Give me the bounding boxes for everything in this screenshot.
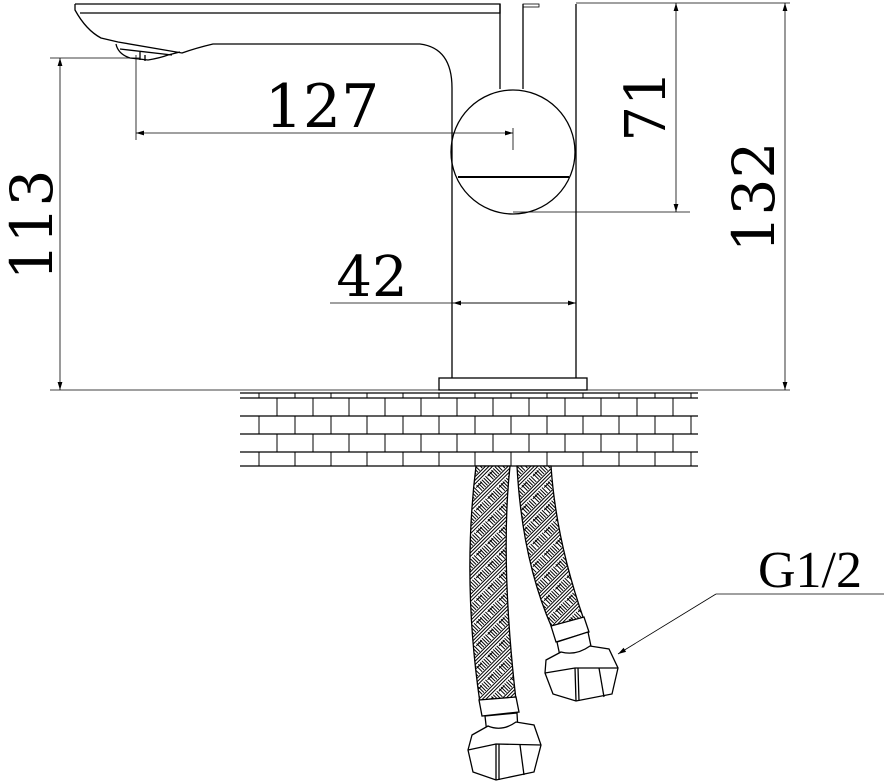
dimension-lines <box>50 2 884 655</box>
countertop <box>240 392 698 467</box>
right-fitting <box>544 616 619 702</box>
left-fitting <box>467 696 542 781</box>
dimension-total-height: 132 <box>720 142 788 253</box>
dimension-spout-height: 113 <box>0 170 66 281</box>
dimension-spout-reach: 127 <box>265 72 380 142</box>
left-hose <box>469 465 517 704</box>
spout <box>74 3 501 378</box>
dimension-body-diameter: 42 <box>336 245 407 310</box>
base-plate <box>438 377 588 391</box>
thread-size-label: G1/2 <box>758 542 862 599</box>
faucet-body <box>438 3 588 391</box>
right-hose <box>516 465 585 629</box>
dimension-handle-height: 71 <box>614 70 679 141</box>
handle-ball <box>450 89 576 215</box>
